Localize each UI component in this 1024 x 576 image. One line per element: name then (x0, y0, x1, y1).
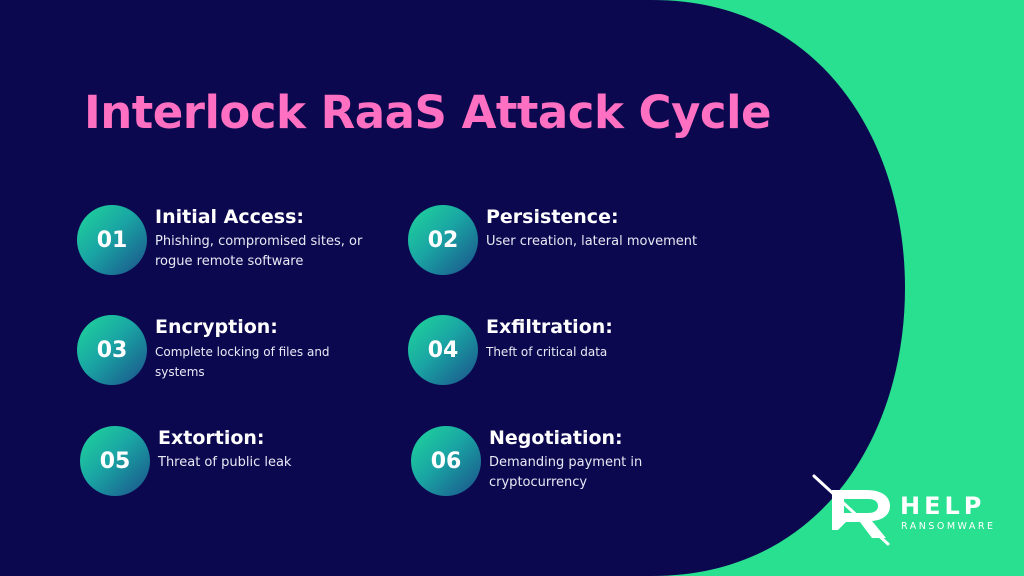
step-title: Encryption: (155, 316, 278, 338)
step-description: Theft of critical data (486, 345, 608, 359)
step-number-badge: 03 (77, 315, 147, 385)
step-title: Initial Access: (155, 206, 304, 228)
logo-wordmark: HELP (900, 492, 986, 520)
step-title: Negotiation: (489, 427, 623, 449)
step-description: Threat of public leak (158, 455, 292, 470)
step-description: Complete locking of files and systems (155, 345, 330, 379)
step-number-badge: 05 (80, 426, 150, 496)
step-title: Extortion: (158, 427, 265, 449)
step-title: Exfiltration: (486, 316, 613, 338)
step-number-badge: 04 (408, 315, 478, 385)
step-description: Demanding payment in cryptocurrency (489, 455, 643, 490)
step-number-badge: 06 (411, 426, 481, 496)
step-description: User creation, lateral movement (486, 234, 698, 249)
help-ransomware-logo: HELP RANSOMWARE (810, 472, 1010, 552)
logo-subtitle: RANSOMWARE (901, 521, 996, 532)
step-description: Phishing, compromised sites, or rogue re… (155, 234, 363, 269)
stylized-r-logo-icon (812, 474, 890, 546)
step-title: Persistence: (486, 206, 619, 228)
step-number-badge: 02 (408, 205, 478, 275)
page-title: Interlock RaaS Attack Cycle (84, 86, 772, 139)
step-number-badge: 01 (77, 205, 147, 275)
